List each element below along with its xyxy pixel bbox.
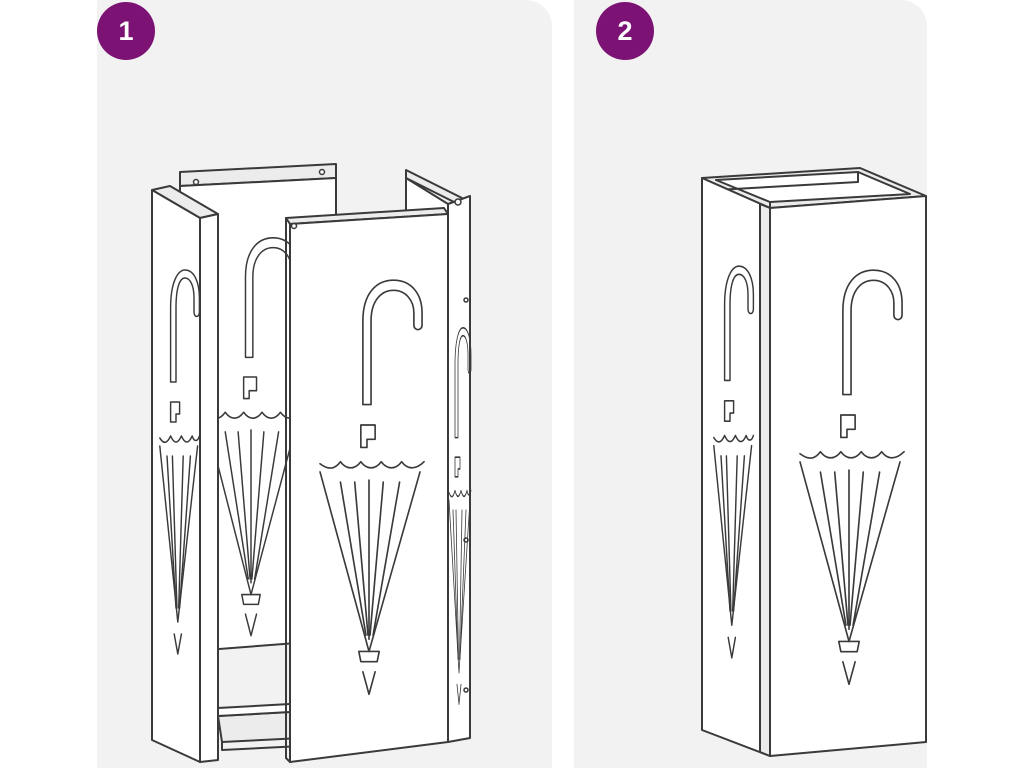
assembled-stand [701, 167, 927, 757]
front-panel [285, 207, 449, 763]
left-side-panel [151, 185, 219, 763]
step-1-badge: 1 [97, 2, 155, 60]
step-2-badge: 2 [596, 2, 654, 60]
exploded-stand [151, 163, 472, 763]
